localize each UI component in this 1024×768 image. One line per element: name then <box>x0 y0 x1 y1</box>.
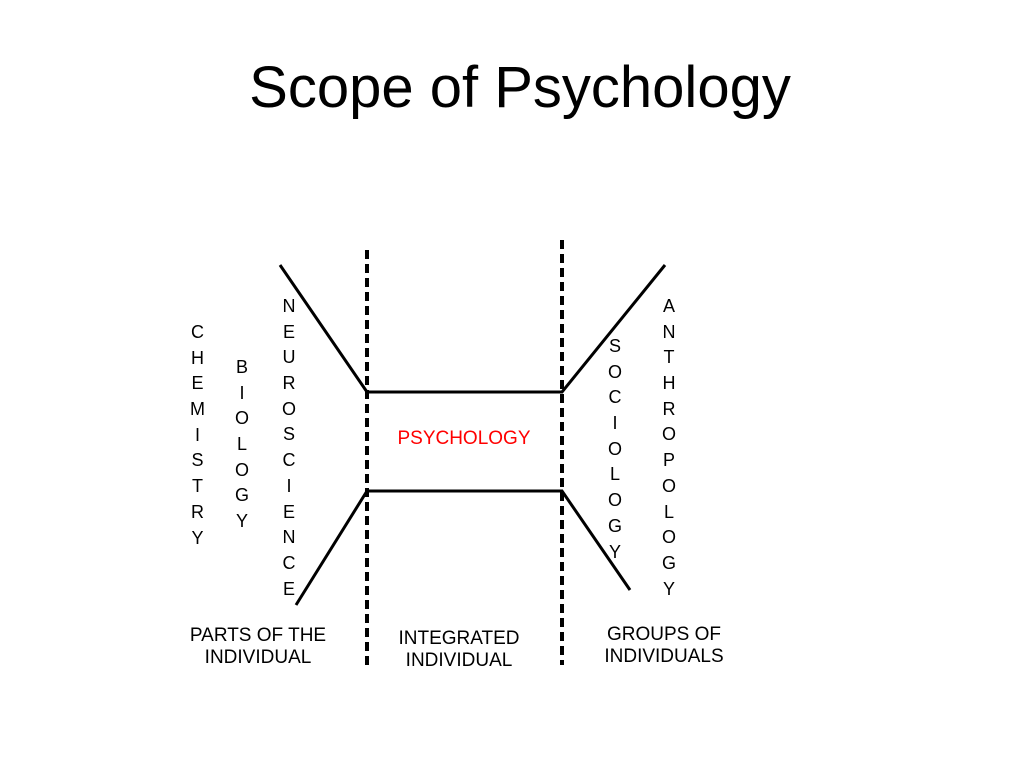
letter: T <box>663 347 675 368</box>
caption-line: INTEGRATED <box>398 628 520 649</box>
letter: H <box>662 373 676 394</box>
letter: C <box>282 552 296 573</box>
letter: N <box>282 527 296 548</box>
letter: S <box>283 424 296 445</box>
letter: S <box>191 450 204 471</box>
letter: S <box>609 336 622 356</box>
letter: G <box>608 515 623 536</box>
groups-of-individuals-caption: GROUPS OF INDIVIDUALS <box>569 624 759 668</box>
letter: Y <box>663 578 676 599</box>
letter: L <box>237 434 248 455</box>
letter: B <box>236 357 249 377</box>
lower-funnel-line <box>294 489 632 606</box>
letter: A <box>663 296 676 316</box>
letter: G <box>235 485 250 506</box>
letter: C <box>608 387 622 408</box>
letter: O <box>608 438 623 459</box>
slide-title: Scope of Psychology <box>249 55 791 120</box>
letter: I <box>286 475 292 496</box>
letter: C <box>191 322 204 342</box>
letter: O <box>235 459 250 480</box>
letter: O <box>662 475 677 496</box>
letter: O <box>608 490 623 511</box>
letter: G <box>662 552 677 573</box>
upper-funnel-line <box>278 264 667 394</box>
letter: O <box>662 527 677 548</box>
psychology-label: PSYCHOLOGY <box>397 428 531 449</box>
letter: C <box>282 450 296 471</box>
letter: R <box>662 398 676 419</box>
letter: U <box>282 347 296 368</box>
letter: M <box>190 399 205 420</box>
letter: I <box>194 424 200 445</box>
letter: O <box>282 398 297 419</box>
letter: N <box>282 296 296 316</box>
letter: T <box>192 476 203 497</box>
parts-of-individual-caption: PARTS OF THE INDIVIDUAL <box>163 625 353 669</box>
letter: L <box>610 464 621 485</box>
letter: R <box>191 501 204 522</box>
caption-line: INDIVIDUAL <box>204 647 312 668</box>
caption-line: PARTS OF THE <box>189 625 327 646</box>
caption-line: INDIVIDUALS <box>604 646 724 667</box>
letter: E <box>283 578 296 599</box>
letter: E <box>283 501 296 522</box>
letter: N <box>662 321 676 342</box>
letter: E <box>283 321 296 342</box>
letter: I <box>612 413 618 434</box>
letter: I <box>239 382 245 403</box>
integrated-individual-caption: INTEGRATED INDIVIDUAL <box>364 628 554 672</box>
letter: O <box>608 361 623 382</box>
caption-line: GROUPS OF <box>606 624 721 645</box>
letter: Y <box>191 527 204 548</box>
letter: Y <box>236 511 249 532</box>
letter: O <box>662 424 677 445</box>
letter: P <box>663 450 676 471</box>
letter: H <box>191 347 204 368</box>
letter: O <box>235 408 250 429</box>
letter: L <box>664 501 675 522</box>
letter: R <box>282 373 296 394</box>
letter: E <box>191 373 204 394</box>
letter: Y <box>609 541 622 562</box>
caption-line: INDIVIDUAL <box>405 650 513 671</box>
